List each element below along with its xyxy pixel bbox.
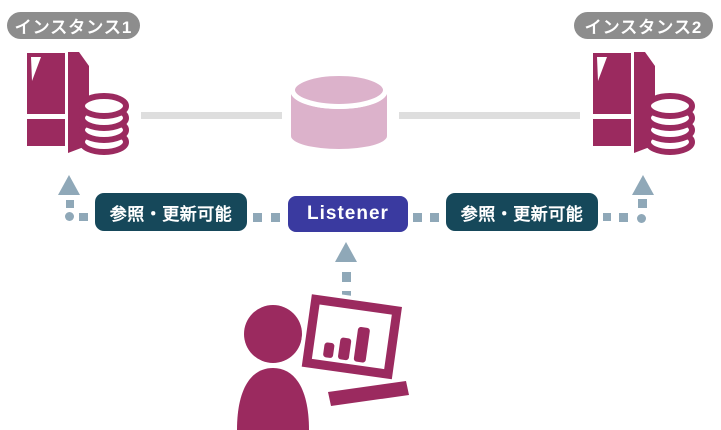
instance2-badge: インスタンス2 xyxy=(574,12,713,39)
dash xyxy=(430,213,439,222)
listener-box: Listener xyxy=(288,196,408,232)
access-label-right: 参照・更新可能 xyxy=(446,193,598,231)
dash xyxy=(413,213,422,222)
dash xyxy=(271,213,280,222)
dash xyxy=(638,199,647,208)
access-label-right-text: 参照・更新可能 xyxy=(460,204,584,224)
up-arrow-icon-left xyxy=(58,175,80,195)
access-label-left-text: 参照・更新可能 xyxy=(109,204,233,224)
up-arrow-icon-center xyxy=(335,242,357,262)
monitor-bar-chart-icon xyxy=(298,293,409,406)
dash xyxy=(79,213,88,221)
user-icon xyxy=(237,305,309,430)
instance2-badge-label: インスタンス2 xyxy=(584,18,703,37)
dash xyxy=(619,213,628,222)
server-database-icon-right xyxy=(593,52,695,155)
listener-label: Listener xyxy=(307,203,389,224)
corner-dot xyxy=(65,212,74,221)
dash xyxy=(253,213,262,222)
storage-link-line-left xyxy=(141,112,282,119)
dash xyxy=(66,200,74,208)
storage-link-line-right xyxy=(399,112,580,119)
dash xyxy=(603,213,611,221)
instance1-badge: インスタンス1 xyxy=(7,12,140,39)
server-database-icon-left xyxy=(27,52,129,155)
corner-dot xyxy=(637,214,646,223)
up-arrow-icon-right xyxy=(632,175,654,195)
instance1-badge-label: インスタンス1 xyxy=(14,18,133,37)
dash xyxy=(342,272,351,282)
shared-storage-cylinder-icon xyxy=(290,72,388,149)
access-label-left: 参照・更新可能 xyxy=(95,193,247,231)
